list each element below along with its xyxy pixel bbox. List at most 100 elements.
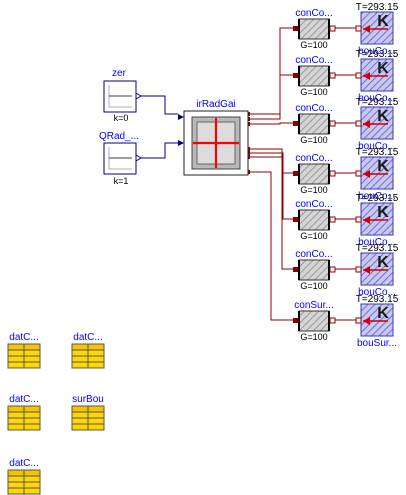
boundary-name-label: bouCo...	[358, 191, 396, 202]
boundary-name-label: bouCo...	[358, 287, 396, 298]
heat-port-icon[interactable]	[329, 72, 336, 79]
heat-port-icon[interactable]	[355, 266, 362, 273]
data-record[interactable]: datC...	[71, 332, 105, 369]
output-port-icon[interactable]	[135, 154, 142, 162]
heat-port-icon[interactable]	[293, 121, 298, 126]
kelvin-icon: K	[377, 60, 389, 77]
kelvin-icon: K	[377, 13, 389, 30]
heat-port-icon[interactable]	[293, 73, 298, 78]
convection-name-label: conCo...	[295, 103, 332, 114]
block-axis-icon	[108, 147, 132, 170]
block-param-label: k=0	[114, 113, 129, 123]
convection-row[interactable]: conCo... G=100 T=293.15KbouCo...	[293, 49, 399, 104]
kelvin-icon: K	[377, 204, 389, 221]
heat-port-icon[interactable]	[293, 171, 298, 176]
convection-row[interactable]: conCo...G=100T=293.15KbouCo...	[293, 243, 399, 298]
conductance-label: G=100	[300, 185, 327, 195]
heat-wire	[248, 27, 293, 115]
boundary-name-label: bouCo...	[358, 93, 396, 104]
heat-port-icon[interactable]	[355, 170, 362, 177]
conductance-label: G=100	[300, 87, 327, 97]
temperature-label: T=293.15	[356, 294, 399, 305]
record-name-label: datC...	[73, 332, 102, 343]
heat-port-icon[interactable]	[293, 318, 298, 323]
convection-block-icon	[298, 259, 330, 281]
block-axis-icon	[108, 85, 132, 108]
constant-block-qrad[interactable]: QRad_... k=1	[99, 131, 142, 186]
conductance-label: G=100	[300, 332, 327, 342]
conductance-label: G=100	[300, 40, 327, 50]
signal-wire	[141, 95, 178, 115]
heat-port-icon[interactable]	[329, 25, 336, 32]
heat-port-icon[interactable]	[355, 216, 362, 223]
convection-row[interactable]: conCo...G=100T=293.15KbouCo...	[293, 147, 399, 202]
heat-arrowhead-icon	[363, 72, 370, 80]
convection-row[interactable]: conCo... G=100 T=293.15KbouCo...	[293, 97, 399, 152]
convection-name-label: conCo...	[295, 249, 332, 260]
output-port-icon[interactable]	[135, 92, 142, 100]
temperature-label: T=293.15	[356, 49, 399, 60]
convection-name-label: conCo...	[295, 153, 332, 164]
convection-row[interactable]: conSur...G=100T=293.15KbouSur...	[293, 294, 399, 349]
boundary-rows: conCo...G=100T=293.15KbouCo...conCo...G=…	[293, 2, 399, 349]
boundary-name-label: bouSur...	[357, 338, 397, 349]
record-name-label: datC...	[9, 332, 38, 343]
irradiation-gain-block[interactable]: irRadGai	[178, 99, 249, 176]
heat-wire	[248, 74, 293, 120]
signal-wire	[141, 142, 178, 159]
convection-row[interactable]: conCo...G=100T=293.15KbouCo...	[293, 193, 399, 248]
heat-arrowhead-icon	[363, 170, 370, 178]
heat-wire	[248, 156, 293, 270]
input-port-icon[interactable]	[178, 114, 184, 120]
heat-port-icon[interactable]	[293, 26, 298, 31]
data-record[interactable]: datC...	[7, 332, 41, 369]
heat-port-icon[interactable]	[355, 72, 362, 79]
heat-arrowhead-icon	[363, 266, 370, 274]
block-param-label: k=1	[114, 176, 129, 186]
heat-wire	[248, 171, 293, 321]
data-record[interactable]: surBou	[71, 394, 105, 431]
convection-row[interactable]: conCo...G=100T=293.15KbouCo...	[293, 2, 399, 57]
block-name-label: zer	[112, 68, 127, 79]
boundary-name-label: bouCo...	[358, 237, 396, 248]
convection-name-label: conCo...	[295, 199, 332, 210]
record-name-label: datC...	[9, 458, 38, 469]
heat-port-icon[interactable]	[329, 216, 336, 223]
input-port-icon[interactable]	[178, 140, 184, 146]
temperature-label: T=293.15	[356, 2, 399, 13]
data-record[interactable]: datC...	[7, 394, 41, 431]
data-record[interactable]: datC...	[7, 458, 41, 495]
temperature-label: T=293.15	[356, 193, 399, 204]
convection-block-icon	[298, 65, 330, 87]
record-blocks: datC... datC... datC... surBou datC...	[7, 332, 105, 495]
kelvin-icon: K	[377, 108, 389, 125]
heat-port-icon[interactable]	[329, 170, 336, 177]
convection-name-label: conCo...	[295, 55, 332, 66]
heat-port-icon[interactable]	[355, 25, 362, 32]
constant-block-zer[interactable]: zer k=0	[103, 68, 142, 123]
temperature-label: T=293.15	[356, 97, 399, 108]
heat-port-icon[interactable]	[329, 266, 336, 273]
heat-port-icon[interactable]	[329, 120, 336, 127]
heat-port-icon[interactable]	[293, 267, 298, 272]
heat-port-icon[interactable]	[355, 120, 362, 127]
heat-arrowhead-icon	[363, 216, 370, 224]
convection-block-icon	[298, 163, 330, 185]
kelvin-icon: K	[377, 254, 389, 271]
convection-name-label: conCo...	[295, 8, 332, 19]
convection-block-icon	[298, 18, 330, 40]
convection-block-icon	[298, 310, 330, 332]
convection-name-label: conSur...	[294, 300, 333, 311]
heat-wire	[248, 122, 293, 125]
record-name-label: surBou	[72, 394, 104, 405]
heat-wire	[248, 152, 293, 220]
heat-port-icon[interactable]	[293, 217, 298, 222]
heat-port-icon[interactable]	[355, 317, 362, 324]
heat-arrowhead-icon	[363, 120, 370, 128]
boundary-name-label: bouCo...	[358, 141, 396, 152]
boundary-name-label: bouCo...	[358, 46, 396, 57]
convection-block-icon	[298, 209, 330, 231]
heat-port-icon[interactable]	[329, 317, 336, 324]
conductance-label: G=100	[300, 135, 327, 145]
